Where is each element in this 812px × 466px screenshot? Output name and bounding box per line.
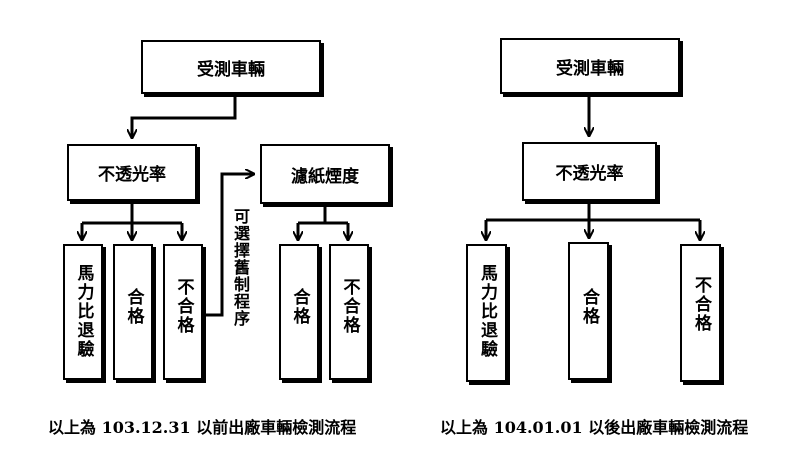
right-horsepower-label: 馬力比退驗 xyxy=(477,264,497,359)
left-filter-smoke-box: 濾紙煙度 xyxy=(260,144,390,204)
left-horsepower-label: 馬力比退驗 xyxy=(73,264,94,359)
left-pass-box: 合格 xyxy=(113,244,153,380)
right-pass-label: 合格 xyxy=(579,288,599,326)
branch-trunk-filter xyxy=(298,204,348,225)
left-pass-label: 合格 xyxy=(123,288,144,326)
left-filter-fail-label: 不合格 xyxy=(339,278,360,335)
left-fail-box: 不合格 xyxy=(163,244,203,380)
left-filter-smoke-label: 濾紙煙度 xyxy=(291,166,359,187)
right-fail-box: 不合格 xyxy=(680,244,721,382)
left-filter-pass-label: 合格 xyxy=(289,288,310,326)
left-opacity-box: 不透光率 xyxy=(67,144,197,201)
right-opacity-box: 不透光率 xyxy=(522,142,657,201)
right-opacity-label: 不透光率 xyxy=(555,164,624,184)
branch-trunk-right xyxy=(486,201,700,222)
right-start-label: 受測車輛 xyxy=(556,58,624,79)
right-start-box: 受測車輛 xyxy=(500,38,680,94)
branch-trunk-left xyxy=(82,201,182,225)
left-filter-fail-box: 不合格 xyxy=(329,244,369,380)
right-horsepower-box: 馬力比退驗 xyxy=(466,244,507,382)
left-start-label: 受測車輛 xyxy=(197,59,265,80)
left-fail-label: 不合格 xyxy=(173,278,194,335)
left-opacity-label: 不透光率 xyxy=(98,165,166,185)
left-horsepower-box: 馬力比退驗 xyxy=(63,244,103,380)
left-start-box: 受測車輛 xyxy=(141,40,321,94)
right-fail-label: 不合格 xyxy=(691,276,711,333)
optional-old-procedure-note: 可選擇舊制程序 xyxy=(231,208,250,327)
left-filter-pass-box: 合格 xyxy=(279,244,319,380)
right-caption: 以上為 104.01.01 以後出廠車輛檢測流程 xyxy=(440,418,749,437)
arrow-fail-to-filter xyxy=(202,174,254,317)
right-pass-box: 合格 xyxy=(568,242,609,380)
left-caption: 以上為 103.12.31 以前出廠車輛檢測流程 xyxy=(48,418,357,437)
arrow-start-to-opacity-left xyxy=(132,94,237,138)
